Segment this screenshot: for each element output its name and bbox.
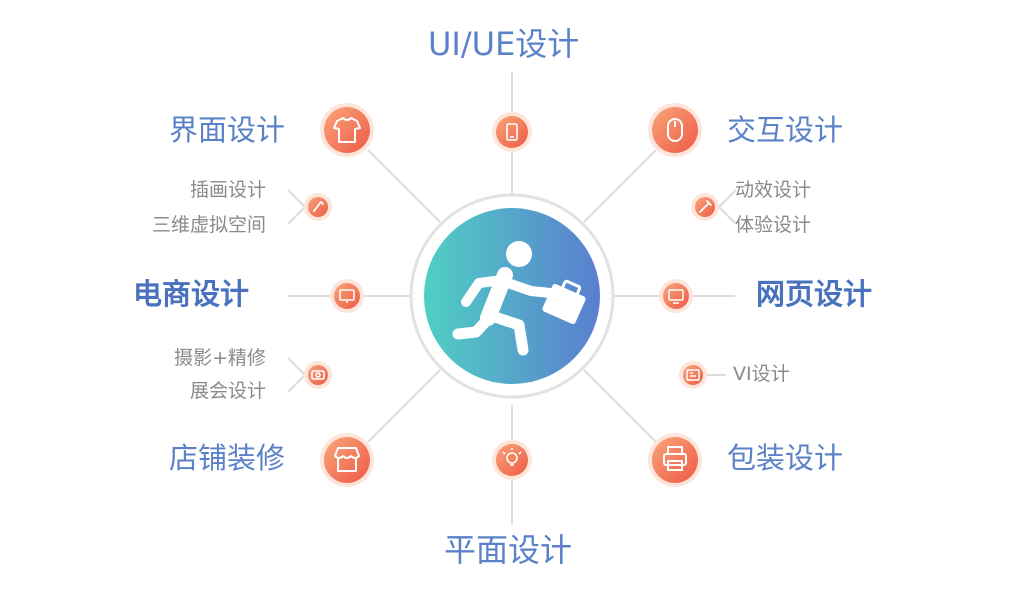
node-sub-upper-left (304, 193, 332, 221)
node-top-left (320, 103, 374, 157)
tshirt-icon (333, 117, 361, 143)
label-exhibition-design: 展会设计 (189, 380, 266, 402)
pen-icon (699, 200, 712, 213)
node-bottom-left (320, 433, 374, 487)
mouse-icon (667, 118, 683, 142)
label-graphic-design: 平面设计 (444, 531, 573, 569)
connector-lines (287, 72, 737, 525)
node-bottom (492, 440, 532, 480)
label-interface-design: 界面设计 (169, 113, 286, 147)
running-man-briefcase-icon (452, 241, 586, 356)
label-experience-design: 体验设计 (735, 214, 812, 236)
node-sub-lower-left (304, 361, 332, 389)
label-interaction-design: 交互设计 (727, 113, 844, 147)
node-top (492, 112, 532, 152)
node-sub-upper-right (691, 193, 719, 221)
label-3d-virtual-space: 三维虚拟空间 (151, 214, 266, 236)
monitor-icon (668, 289, 684, 304)
camera-icon (311, 370, 325, 380)
node-bottom-right (648, 433, 702, 487)
node-right (659, 279, 693, 313)
id-card-icon (686, 369, 700, 381)
lightbulb-icon (502, 448, 522, 466)
label-photography-retouch: 摄影+精修 (174, 347, 266, 369)
brush-icon (313, 201, 324, 212)
label-illustration-design: 插画设计 (189, 179, 266, 201)
center-hub (409, 193, 615, 399)
storefront-icon (334, 447, 360, 472)
monitor-cart-icon (339, 289, 355, 303)
label-motion-design: 动效设计 (735, 179, 812, 201)
label-store-decoration: 店铺装修 (169, 441, 286, 475)
phone-icon (506, 123, 518, 141)
printer-icon (663, 446, 687, 471)
label-packaging-design: 包装设计 (727, 441, 844, 475)
node-sub-lower-right (679, 361, 707, 389)
label-web-design: 网页设计 (756, 277, 873, 311)
node-top-right (648, 103, 702, 157)
label-vi-design: VI设计 (733, 363, 790, 385)
node-left (330, 279, 364, 313)
label-ui-ue-design: UI/UE设计 (428, 25, 580, 63)
label-ecommerce-design: 电商设计 (133, 277, 250, 311)
